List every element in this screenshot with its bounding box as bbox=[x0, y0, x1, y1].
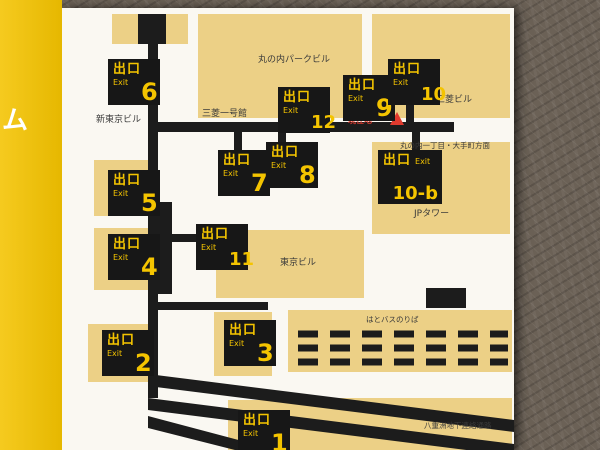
exit-en: Exit bbox=[223, 169, 239, 178]
exit-number: 12 bbox=[311, 111, 337, 133]
exit-kanji: 出口 bbox=[283, 90, 312, 105]
small-black-building bbox=[426, 288, 466, 308]
label-shin-tokyo-building: 新東京ビル bbox=[96, 115, 142, 125]
corridor-lower-horizontal bbox=[158, 302, 268, 310]
exit-kanji: 出口 bbox=[113, 62, 142, 77]
exit-number: 10 bbox=[421, 83, 447, 105]
label-direction-otemachi: 丸の内一丁目・大手町方面 bbox=[400, 141, 490, 150]
exit-number: 5 bbox=[141, 188, 158, 217]
exit-kanji: 出口 bbox=[223, 153, 252, 168]
yaesu-passage-road-1 bbox=[148, 374, 514, 432]
exit-number: 8 bbox=[299, 160, 316, 189]
exit-kanji: 出口 bbox=[393, 62, 422, 77]
strip-partial-text: ム bbox=[2, 106, 29, 136]
exit-kanji: 出口 bbox=[201, 227, 230, 242]
stub-exit8 bbox=[278, 132, 286, 144]
label-mitsubishi-building: 三菱ビル bbox=[436, 95, 473, 105]
exit-en: Exit bbox=[113, 189, 129, 198]
label-mitsubishi-ichigokan: 三菱一号館 bbox=[202, 109, 248, 119]
exit-en: Exit bbox=[271, 161, 287, 170]
current-location-marker-icon bbox=[390, 112, 404, 125]
label-tokyo-building: 東京ビル bbox=[280, 258, 317, 268]
exit-number: 4 bbox=[141, 252, 158, 281]
exit-guide-map: 丸の内パークビル 三菱ビル 新東京ビル 三菱一号館 現在地 丸の内一丁目・大手町… bbox=[62, 8, 514, 450]
exit-kanji: 出口 bbox=[243, 413, 272, 428]
exit-en: Exit bbox=[107, 349, 123, 358]
exit-kanji: 出口 bbox=[229, 323, 258, 338]
exit-en: Exit bbox=[283, 106, 299, 115]
stair-block-top bbox=[138, 14, 166, 44]
exit-kanji: 出口 bbox=[107, 333, 136, 348]
exit-kanji: 出口 bbox=[113, 173, 142, 188]
exit-en: Exit bbox=[243, 429, 259, 438]
exit-kanji: 出口 bbox=[383, 153, 412, 168]
stub-exit10 bbox=[406, 103, 414, 123]
exit-en: Exit bbox=[113, 78, 129, 87]
exit-en: Exit bbox=[229, 339, 245, 348]
label-yaesu-passage: 八重洲地下連絡通路 bbox=[424, 421, 492, 430]
stub-exit10b bbox=[412, 132, 420, 150]
exit-kanji: 出口 bbox=[271, 145, 300, 160]
exit-number: 6 bbox=[141, 77, 158, 106]
exit-en: Exit bbox=[348, 94, 364, 103]
exit-en: Exit bbox=[201, 243, 217, 252]
exit-kanji: 出口 bbox=[348, 78, 377, 93]
exit-number: 2 bbox=[135, 348, 152, 377]
exit-number: 10-b bbox=[392, 182, 438, 204]
exit-number: 3 bbox=[257, 338, 274, 367]
exit-en: Exit bbox=[393, 78, 409, 87]
label-jp-tower: JPタワー bbox=[414, 209, 450, 219]
label-marunouchi-park-building: 丸の内パークビル bbox=[258, 55, 331, 65]
exit-kanji: 出口 bbox=[113, 237, 142, 252]
stub-exit11 bbox=[172, 234, 200, 242]
exit-number: 7 bbox=[251, 168, 268, 197]
exit-en: Exit bbox=[415, 157, 431, 166]
label-hato-bus-stop: はとバスのりば bbox=[366, 315, 419, 324]
stub-exit7 bbox=[234, 132, 242, 150]
yellow-frame-strip: ム bbox=[0, 0, 62, 450]
exit-en: Exit bbox=[113, 253, 129, 262]
exit-number: 1 bbox=[271, 428, 288, 450]
exit-number: 11 bbox=[229, 248, 255, 270]
